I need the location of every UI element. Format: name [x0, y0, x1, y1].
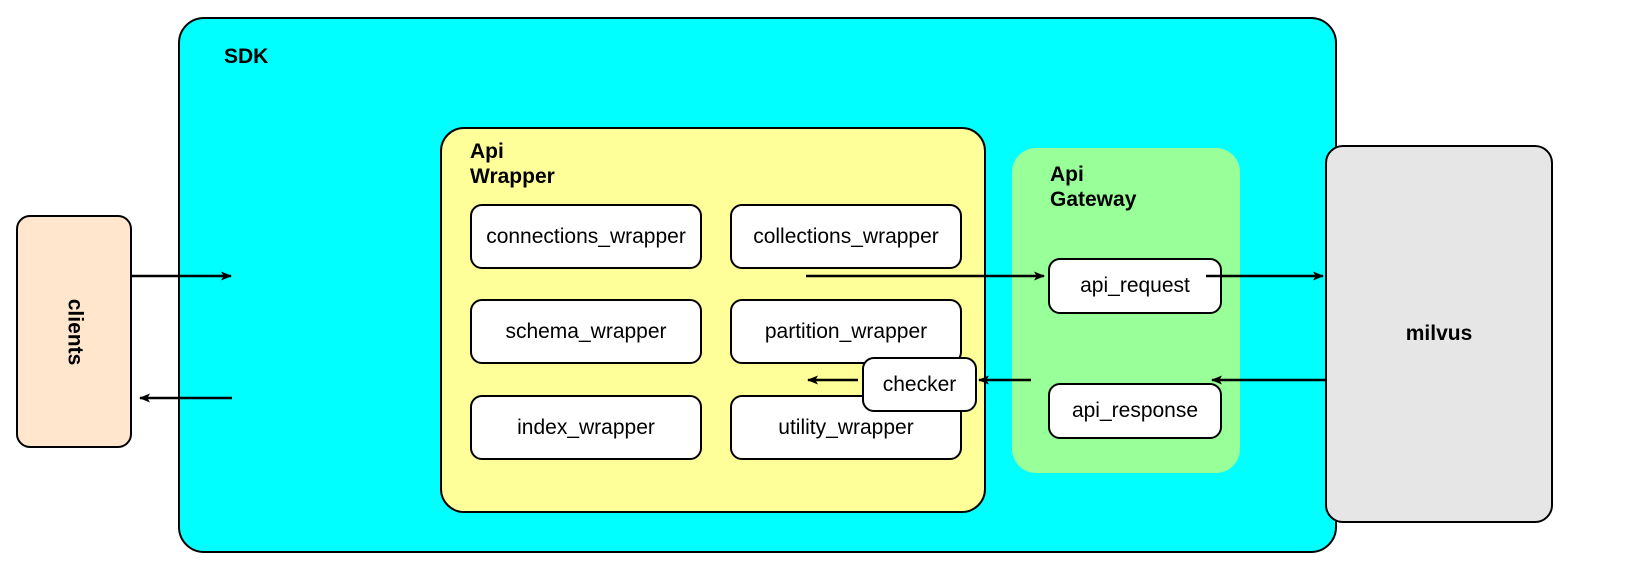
clients-node[interactable]: clients — [16, 215, 132, 448]
module-partition-wrapper[interactable]: partition_wrapper — [730, 299, 962, 364]
module-label: schema_wrapper — [505, 319, 667, 343]
api-gateway-label-line1: Api — [1050, 163, 1084, 186]
module-connections-wrapper[interactable]: connections_wrapper — [470, 204, 702, 269]
milvus-label: milvus — [1405, 322, 1473, 345]
module-label: connections_wrapper — [486, 224, 686, 248]
api-wrapper-label-line2: Wrapper — [470, 165, 555, 189]
sdk-container[interactable]: SDK Api Wrapper connections_wrapper coll… — [178, 17, 1337, 553]
api-gateway-container[interactable]: Api Gateway api_request api_response — [1012, 148, 1240, 473]
checker-label: checker — [882, 372, 957, 396]
api-response-label: api_response — [1071, 399, 1199, 422]
api-wrapper-container[interactable]: Api Wrapper connections_wrapper collecti… — [440, 127, 986, 513]
checker-node[interactable]: checker — [862, 357, 977, 412]
api-gateway-label-line2: Gateway — [1050, 188, 1137, 212]
api-gateway-label: Api Gateway — [1050, 162, 1180, 212]
api-wrapper-label-line1: Api — [470, 140, 504, 163]
api-wrapper-label: Api Wrapper — [470, 139, 580, 189]
module-collections-wrapper[interactable]: collections_wrapper — [730, 204, 962, 269]
module-label: collections_wrapper — [753, 224, 939, 248]
module-label: utility_wrapper — [778, 415, 914, 439]
sdk-label: SDK — [224, 45, 269, 68]
module-label: index_wrapper — [517, 415, 655, 439]
api-request-label: api_request — [1080, 274, 1190, 297]
api-response-node[interactable]: api_response — [1048, 383, 1222, 439]
module-label: partition_wrapper — [764, 319, 928, 343]
clients-label: clients — [63, 298, 86, 365]
api-request-node[interactable]: api_request — [1048, 258, 1222, 314]
milvus-node[interactable]: milvus — [1325, 145, 1553, 523]
module-schema-wrapper[interactable]: schema_wrapper — [470, 299, 702, 364]
module-index-wrapper[interactable]: index_wrapper — [470, 395, 702, 460]
